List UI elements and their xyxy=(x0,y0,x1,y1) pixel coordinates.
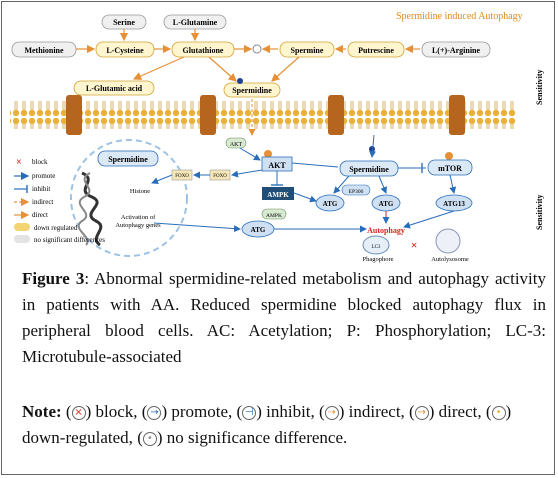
atg-left-node xyxy=(315,194,345,212)
ep300-label: EP300 xyxy=(349,189,364,195)
note-down-regulated-text: down-regulated, xyxy=(22,428,133,447)
atg-mid-label: ATG xyxy=(379,200,394,208)
note-direct-text: direct, xyxy=(438,402,482,421)
legend-direct-label: direct xyxy=(32,211,48,219)
legend-no-significant-icon xyxy=(14,235,30,243)
l-cysteine-label: L-Cysteine xyxy=(106,46,144,55)
caption-label: Figure 3 xyxy=(22,269,85,288)
legend-indirect-label: indirect xyxy=(32,198,53,206)
note-inhibit-icon: ⊣ xyxy=(242,406,257,421)
legend: × block promote inhibit indirect direct … xyxy=(14,157,105,244)
spermidine-membrane-box xyxy=(223,82,281,98)
note-block-text: block, xyxy=(95,402,138,421)
note-down-regulated-icon: • xyxy=(491,406,506,421)
l-arginine-box xyxy=(421,41,491,58)
note-no-significance-text: no significance difference. xyxy=(166,428,348,447)
putrescine-box xyxy=(347,41,405,58)
spermidine-nucleus-box xyxy=(97,150,159,167)
block-marker: × xyxy=(411,238,418,252)
legend-inhibit-label: inhibit xyxy=(32,185,50,193)
l-glutamic-acid-box xyxy=(73,80,155,96)
membrane-channel xyxy=(66,95,82,135)
autolysosome xyxy=(435,228,461,254)
l-arginine-label: L(+)-Arginine xyxy=(432,46,481,55)
l-glutamine-label: L-Glutamine xyxy=(173,18,218,27)
note-no-significance-icon: • xyxy=(142,432,157,447)
figure-caption: Figure 3: Abnormal spermidine-related me… xyxy=(22,266,546,370)
spermidine-autophagy-diagram: Spermidine induced Autophagy Sensitivity… xyxy=(10,11,544,263)
atg13-label: ATG13 xyxy=(443,200,465,208)
caption-text: : Abnormal spermidine-related metabolism… xyxy=(22,269,546,366)
note-inhibit-text: inhibit, xyxy=(266,402,315,421)
methionine-label: Methionine xyxy=(24,46,64,55)
spermine-box xyxy=(279,41,335,58)
ampk-small-label: AMPK xyxy=(266,213,282,219)
phagophore xyxy=(362,235,390,255)
ampk-box xyxy=(262,187,294,200)
activation-label-2: Autophagy genes xyxy=(115,222,161,229)
l-glutamic-acid-label: L-Glutamic acid xyxy=(86,84,143,93)
figure-note: Note: (×) block, (→) promote, (⊣) inhibi… xyxy=(22,402,512,447)
histone-label: Histone xyxy=(130,188,150,195)
note-indirect-icon: ⇢ xyxy=(324,406,339,421)
akt-small-label: AKT xyxy=(230,142,243,148)
no-difference-marker xyxy=(252,44,262,54)
spermidine-membrane-label: Spermidine xyxy=(232,86,272,95)
signaling-network: AKT AKT AMPK AMPK Spermidine mTOR EP300 … xyxy=(151,99,473,263)
legend-no-significant-label: no significant differences xyxy=(34,236,105,244)
membrane-channel xyxy=(449,95,465,135)
mtor-label: mTOR xyxy=(438,164,462,173)
diagram-title: Spermidine induced Autophagy xyxy=(396,11,523,22)
note-promote-icon: → xyxy=(147,406,162,421)
note-block-icon: × xyxy=(71,406,86,421)
metabolite-pathway: Serine L-Glutamine Methionine L-Cysteine… xyxy=(11,14,491,98)
legend-block-label: block xyxy=(32,158,48,166)
legend-block-icon: × xyxy=(16,157,22,168)
note-promote-text: promote, xyxy=(171,402,233,421)
akt-small-box xyxy=(225,137,247,149)
phagophore-label: Phagophore xyxy=(362,256,393,263)
atg-left-label: ATG xyxy=(323,200,338,208)
putrescine-label: Putrescine xyxy=(358,46,394,55)
phospho-icon xyxy=(445,152,453,160)
legend-promote-label: promote xyxy=(32,172,55,180)
spermidine-cyto-label: Spermidine xyxy=(349,165,389,174)
down-regulated-dot xyxy=(237,78,243,84)
lc3-label: LC3 xyxy=(372,245,381,250)
spermidine-nucleus-label: Spermidine xyxy=(108,155,148,164)
akt-label: AKT xyxy=(268,161,286,170)
serine-label: Serine xyxy=(113,18,135,27)
activation-label-1: Activation of xyxy=(121,214,156,221)
atg-bottom-label: ATG xyxy=(251,226,266,234)
legend-down-regulated-icon xyxy=(14,223,30,231)
foxo-label-1: FOXO xyxy=(175,174,189,179)
ampk-box-label: AMPK xyxy=(267,191,289,199)
note-label: Note: xyxy=(22,402,62,421)
phospho-icon xyxy=(264,150,272,158)
legend-down-regulated-label: down regulated xyxy=(34,224,78,232)
membrane-channel xyxy=(200,95,216,135)
autolysosome-label: Autolysosome xyxy=(431,256,469,263)
nucleus xyxy=(70,139,188,257)
membrane-channel xyxy=(328,95,344,135)
legend-inhibit-icon xyxy=(14,185,28,193)
side-label-bottom: Sensitivity xyxy=(535,194,544,230)
note-indirect-text: indirect, xyxy=(348,402,405,421)
note-direct-icon: → xyxy=(414,406,429,421)
foxo-label-2: FOXO xyxy=(213,174,227,179)
side-label-top: Sensitivity xyxy=(535,69,544,105)
glutathione-label: Glutathione xyxy=(183,46,224,55)
down-regulated-dot xyxy=(369,146,375,152)
spermine-label: Spermine xyxy=(291,46,324,55)
ampk-small-box xyxy=(261,208,287,220)
cell-membrane xyxy=(10,95,516,135)
ep300-box xyxy=(341,184,371,196)
autophagy-label: Autophagy xyxy=(367,226,405,235)
